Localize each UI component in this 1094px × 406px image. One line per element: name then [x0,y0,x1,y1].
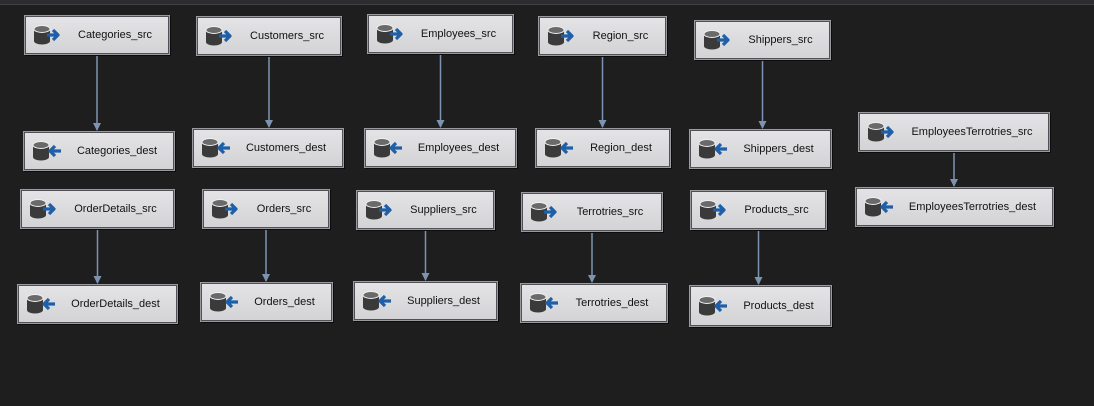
destination-node-categories[interactable]: Categories_dest [23,131,175,171]
source-node-orders[interactable]: Orders_src [202,189,330,229]
db-source-icon [703,29,735,51]
node-label: Orders_src [256,203,312,215]
source-node-categories[interactable]: Categories_src [24,15,170,55]
db-destination-icon [544,137,576,159]
destination-node-terrotries[interactable]: Terrotries_dest [520,283,668,323]
destination-node-customers[interactable]: Customers_dest [192,128,344,168]
source-node-products[interactable]: Products_src [690,190,827,230]
node-label: Suppliers_src [410,204,477,216]
node-label: Categories_src [78,29,152,41]
destination-node-products[interactable]: Products_dest [689,285,832,327]
db-source-icon [365,199,397,221]
node-label: Customers_dest [245,142,327,154]
db-source-icon [29,198,61,220]
db-destination-icon [26,293,58,315]
db-destination-icon [209,291,241,313]
destination-node-region[interactable]: Region_dest [535,128,671,168]
node-label: Employees_dest [417,142,500,154]
destination-node-suppliers[interactable]: Suppliers_dest [353,281,498,321]
node-label: Terrotries_src [576,206,644,218]
db-source-icon [205,25,237,47]
destination-node-orderdetails[interactable]: OrderDetails_dest [17,284,178,324]
node-label: Region_src [592,30,649,42]
node-label: EmployeesTerrotries_dest [908,201,1037,213]
node-label: Shippers_dest [743,143,814,155]
db-source-icon [33,24,65,46]
destination-node-employees[interactable]: Employees_dest [364,128,517,168]
db-source-icon [547,25,579,47]
source-node-employeesterrotries[interactable]: EmployeesTerrotries_src [858,112,1050,152]
destination-node-employeesterrotries[interactable]: EmployeesTerrotries_dest [855,187,1054,227]
node-label: Categories_dest [76,145,158,157]
node-label: Terrotries_dest [575,297,649,309]
source-node-orderdetails[interactable]: OrderDetails_src [20,189,175,229]
db-destination-icon [864,196,896,218]
db-source-icon [211,198,243,220]
source-node-region[interactable]: Region_src [538,16,667,56]
db-destination-icon [362,290,394,312]
node-label: OrderDetails_dest [71,298,160,310]
node-label: Employees_src [420,28,497,40]
node-label: EmployeesTerrotries_src [911,126,1033,138]
db-destination-icon [32,140,64,162]
node-label: OrderDetails_src [74,203,157,215]
designer-top-bar [0,0,1094,5]
db-destination-icon [698,138,730,160]
source-node-shippers[interactable]: Shippers_src [694,20,831,60]
db-source-icon [699,199,731,221]
db-destination-icon [201,137,233,159]
node-label: Products_src [744,204,809,216]
destination-node-shippers[interactable]: Shippers_dest [689,129,832,169]
db-destination-icon [529,292,561,314]
node-label: Region_dest [590,142,652,154]
db-source-icon [530,201,562,223]
node-label: Shippers_src [748,34,813,46]
source-node-customers[interactable]: Customers_src [196,16,342,56]
db-destination-icon [698,295,730,317]
source-node-suppliers[interactable]: Suppliers_src [356,190,495,230]
db-source-icon [376,23,408,45]
destination-node-orders[interactable]: Orders_dest [200,282,333,322]
source-node-terrotries[interactable]: Terrotries_src [521,192,663,232]
source-node-employees[interactable]: Employees_src [367,14,514,54]
db-destination-icon [373,137,405,159]
node-label: Orders_dest [254,296,315,308]
db-source-icon [867,121,899,143]
node-label: Suppliers_dest [407,295,480,307]
node-label: Products_dest [743,300,814,312]
node-label: Customers_src [250,30,324,42]
